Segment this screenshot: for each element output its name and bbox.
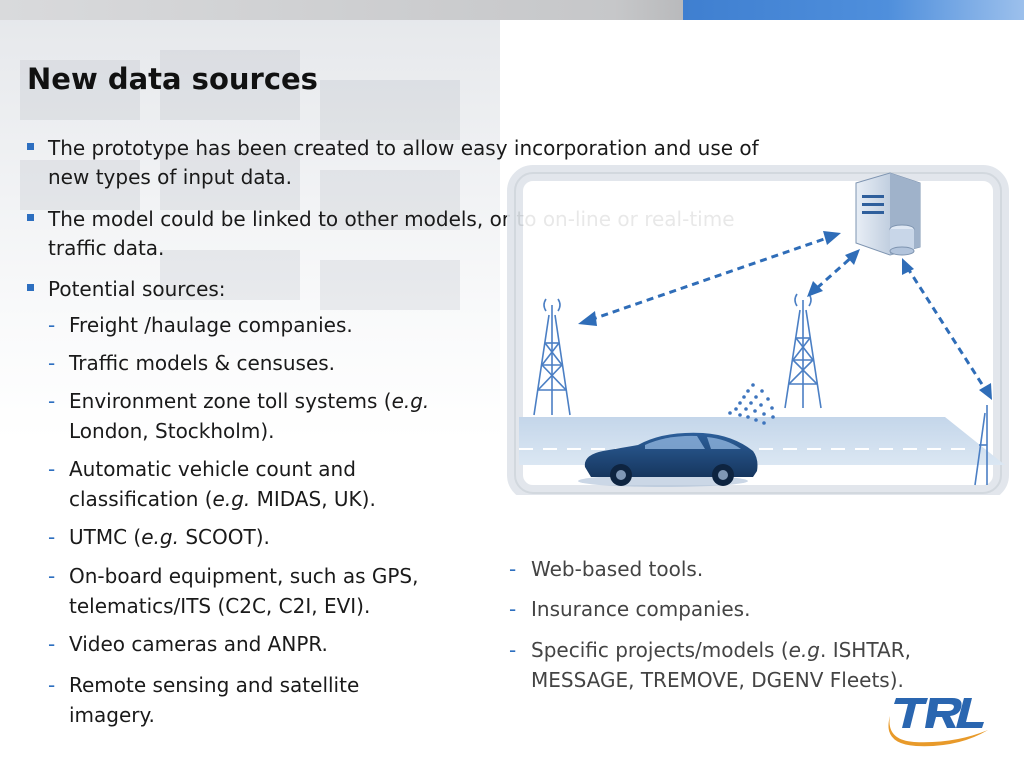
source-text-part: SCOOT). — [178, 525, 270, 549]
radio-tower-icon — [533, 298, 571, 416]
dash-bullet: - — [48, 632, 56, 656]
source-item-freight: - Freight /haulage companies. — [48, 310, 488, 340]
source-text: Insurance companies. — [531, 597, 751, 621]
server-icon — [855, 172, 921, 256]
radio-tower-icon — [974, 405, 988, 486]
dash-bullet: - — [48, 351, 56, 375]
source-text-emphasis: e.g. — [212, 487, 251, 511]
source-item-remote-sensing: - Remote sensing and satellite imagery. — [48, 670, 448, 730]
source-text: Web-based tools. — [531, 557, 704, 581]
source-text-part: UTMC ( — [69, 525, 142, 549]
source-item-video-cameras: - Video cameras and ANPR. — [48, 629, 488, 659]
source-text-emphasis: e.g. — [391, 389, 430, 413]
source-text-emphasis: e.g. — [141, 525, 179, 549]
dash-bullet: - — [509, 597, 517, 621]
radio-tower-icon — [784, 293, 822, 409]
source-text: Remote sensing and satellite imagery. — [69, 673, 360, 727]
top-accent-bar — [683, 0, 1024, 20]
car-icon — [578, 432, 758, 487]
source-text-part: . ISHTAR, MESSAGE, TREMOVE, DGENV Fleets… — [531, 638, 911, 692]
wireless-signal-icon — [728, 383, 775, 425]
source-text: Environment zone toll systems (e.g. Lond… — [69, 386, 493, 446]
dash-bullet: - — [509, 638, 517, 662]
arrow-heads — [578, 231, 992, 400]
dash-bullet: - — [48, 313, 56, 337]
source-text-part: Specific projects/models ( — [531, 638, 789, 662]
dash-bullet: - — [48, 564, 56, 588]
source-item-on-board: - On-board equipment, such as GPS, telem… — [48, 561, 488, 621]
bullet-text: Potential sources: — [48, 277, 226, 301]
square-bullet-icon — [27, 143, 34, 150]
source-text-part: Automatic vehicle count and classificati… — [69, 457, 356, 511]
source-item-insurance: - Insurance companies. — [509, 594, 989, 624]
source-item-web-tools: - Web-based tools. — [509, 554, 989, 584]
dash-bullet: - — [48, 389, 56, 413]
source-item-toll-systems: - Environment zone toll systems (e.g. Lo… — [48, 386, 493, 446]
source-text: On-board equipment, such as GPS, telemat… — [69, 564, 419, 618]
source-text: Video cameras and ANPR. — [69, 632, 328, 656]
source-item-utmc: - UTMC (e.g. SCOOT). — [48, 522, 488, 552]
dash-bullet: - — [48, 525, 56, 549]
square-bullet-icon — [27, 284, 34, 291]
source-item-vehicle-count: - Automatic vehicle count and classifica… — [48, 454, 468, 514]
background-building-photo — [0, 20, 500, 440]
source-text: Specific projects/models (e.g. ISHTAR, M… — [531, 635, 999, 695]
slide-title: New data sources — [27, 62, 318, 96]
data-link-arrows — [589, 236, 987, 390]
trl-logo — [888, 698, 988, 747]
bullet-potential-sources: Potential sources: — [27, 275, 487, 304]
source-text-part: Environment zone toll systems ( — [69, 389, 392, 413]
dash-bullet: - — [48, 457, 56, 481]
connectivity-diagram — [507, 165, 1009, 495]
dash-bullet: - — [509, 557, 517, 581]
source-item-traffic-models: - Traffic models & censuses. — [48, 348, 488, 378]
square-bullet-icon — [27, 214, 34, 221]
source-text-emphasis: e.g — [788, 638, 820, 662]
source-text-part: MIDAS, UK). — [250, 487, 376, 511]
source-text: UTMC (e.g. SCOOT). — [69, 522, 488, 552]
source-text: Freight /haulage companies. — [69, 313, 353, 337]
dash-bullet: - — [48, 673, 56, 697]
source-text: Automatic vehicle count and classificati… — [69, 454, 468, 514]
bullet-text: The prototype has been created to allow … — [48, 136, 759, 189]
source-text-part: London, Stockholm). — [69, 419, 275, 443]
bullet-prototype: The prototype has been created to allow … — [27, 134, 787, 192]
source-item-specific-projects: - Specific projects/models (e.g. ISHTAR,… — [509, 635, 999, 695]
source-text: Traffic models & censuses. — [69, 351, 336, 375]
